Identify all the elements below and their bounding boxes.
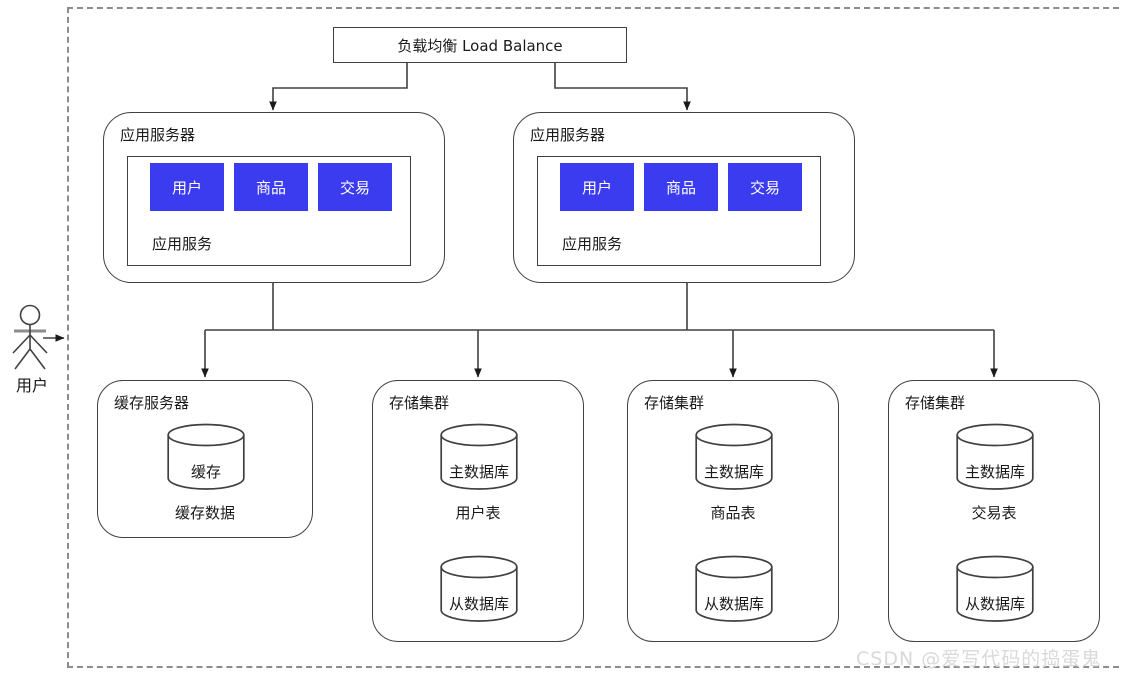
user-actor: 用户	[4, 302, 60, 395]
cylinder-icon	[695, 555, 773, 622]
service-label: 用户	[581, 178, 612, 197]
master-db-label: 主数据库	[448, 463, 509, 481]
cache-cylinder: 缓存	[167, 423, 245, 491]
app-server-2-title: 应用服务器	[530, 126, 606, 144]
service-label: 交易	[339, 178, 370, 197]
service-box-product: 商品	[234, 163, 308, 211]
master-db-cylinder: 主数据库	[440, 423, 518, 491]
app-server-1-title: 应用服务器	[120, 126, 196, 144]
service-label: 用户	[171, 178, 202, 197]
cylinder-icon	[956, 423, 1034, 490]
slave-db-label: 从数据库	[964, 595, 1025, 613]
storage-cluster-1-box: 存储集群 主数据库 用户表 从数据库	[372, 380, 584, 642]
app-server-2-box: 应用服务器 用户 商品 交易 应用服务	[513, 112, 855, 283]
storage-cluster-1-title: 存储集群	[389, 394, 450, 412]
storage-cluster-3-title: 存储集群	[905, 394, 966, 412]
storage-cluster-3-box: 存储集群 主数据库 交易表 从数据库	[888, 380, 1100, 642]
load-balancer-box: 负载均衡 Load Balance	[333, 27, 627, 63]
master-db-label: 主数据库	[703, 463, 764, 481]
cylinder-icon	[440, 423, 518, 490]
service-label: 商品	[665, 178, 696, 197]
app-service-label: 应用服务	[562, 235, 623, 253]
system-boundary	[67, 7, 1123, 668]
slave-db-cylinder: 从数据库	[956, 555, 1034, 623]
user-actor-icon	[12, 304, 48, 370]
cache-server-box: 缓存服务器 缓存 缓存数据	[97, 380, 313, 538]
cylinder-icon	[167, 423, 245, 490]
table-label: 用户表	[455, 504, 501, 522]
slave-db-label: 从数据库	[703, 595, 764, 613]
storage-cluster-2-box: 存储集群 主数据库 商品表 从数据库	[627, 380, 839, 642]
slave-db-cylinder: 从数据库	[440, 555, 518, 623]
load-balancer-label: 负载均衡 Load Balance	[397, 36, 563, 55]
service-box-trade: 交易	[728, 163, 802, 211]
cache-data-label: 缓存数据	[174, 504, 235, 522]
service-label: 商品	[255, 178, 286, 197]
cylinder-icon	[956, 555, 1034, 622]
service-box-user: 用户	[150, 163, 224, 211]
user-actor-label: 用户	[15, 376, 48, 395]
app-server-1-box: 应用服务器 用户 商品 交易 应用服务	[103, 112, 445, 283]
table-label: 交易表	[971, 504, 1017, 522]
cache-server-title: 缓存服务器	[114, 394, 190, 412]
service-label: 交易	[749, 178, 780, 197]
service-box-user: 用户	[560, 163, 634, 211]
app-server-2-inner-box: 用户 商品 交易 应用服务	[537, 156, 821, 266]
cache-cylinder-label: 缓存	[190, 463, 221, 481]
master-db-label: 主数据库	[964, 463, 1025, 481]
app-service-label: 应用服务	[152, 235, 213, 253]
slave-db-label: 从数据库	[448, 595, 509, 613]
app-server-1-inner-box: 用户 商品 交易 应用服务	[127, 156, 411, 266]
master-db-cylinder: 主数据库	[695, 423, 773, 491]
table-label: 商品表	[710, 504, 756, 522]
csdn-watermark: CSDN @爱写代码的捣蛋鬼	[856, 648, 1102, 670]
service-box-product: 商品	[644, 163, 718, 211]
master-db-cylinder: 主数据库	[956, 423, 1034, 491]
cylinder-icon	[440, 555, 518, 622]
cylinder-icon	[695, 423, 773, 490]
service-box-trade: 交易	[318, 163, 392, 211]
storage-cluster-2-title: 存储集群	[644, 394, 705, 412]
slave-db-cylinder: 从数据库	[695, 555, 773, 623]
